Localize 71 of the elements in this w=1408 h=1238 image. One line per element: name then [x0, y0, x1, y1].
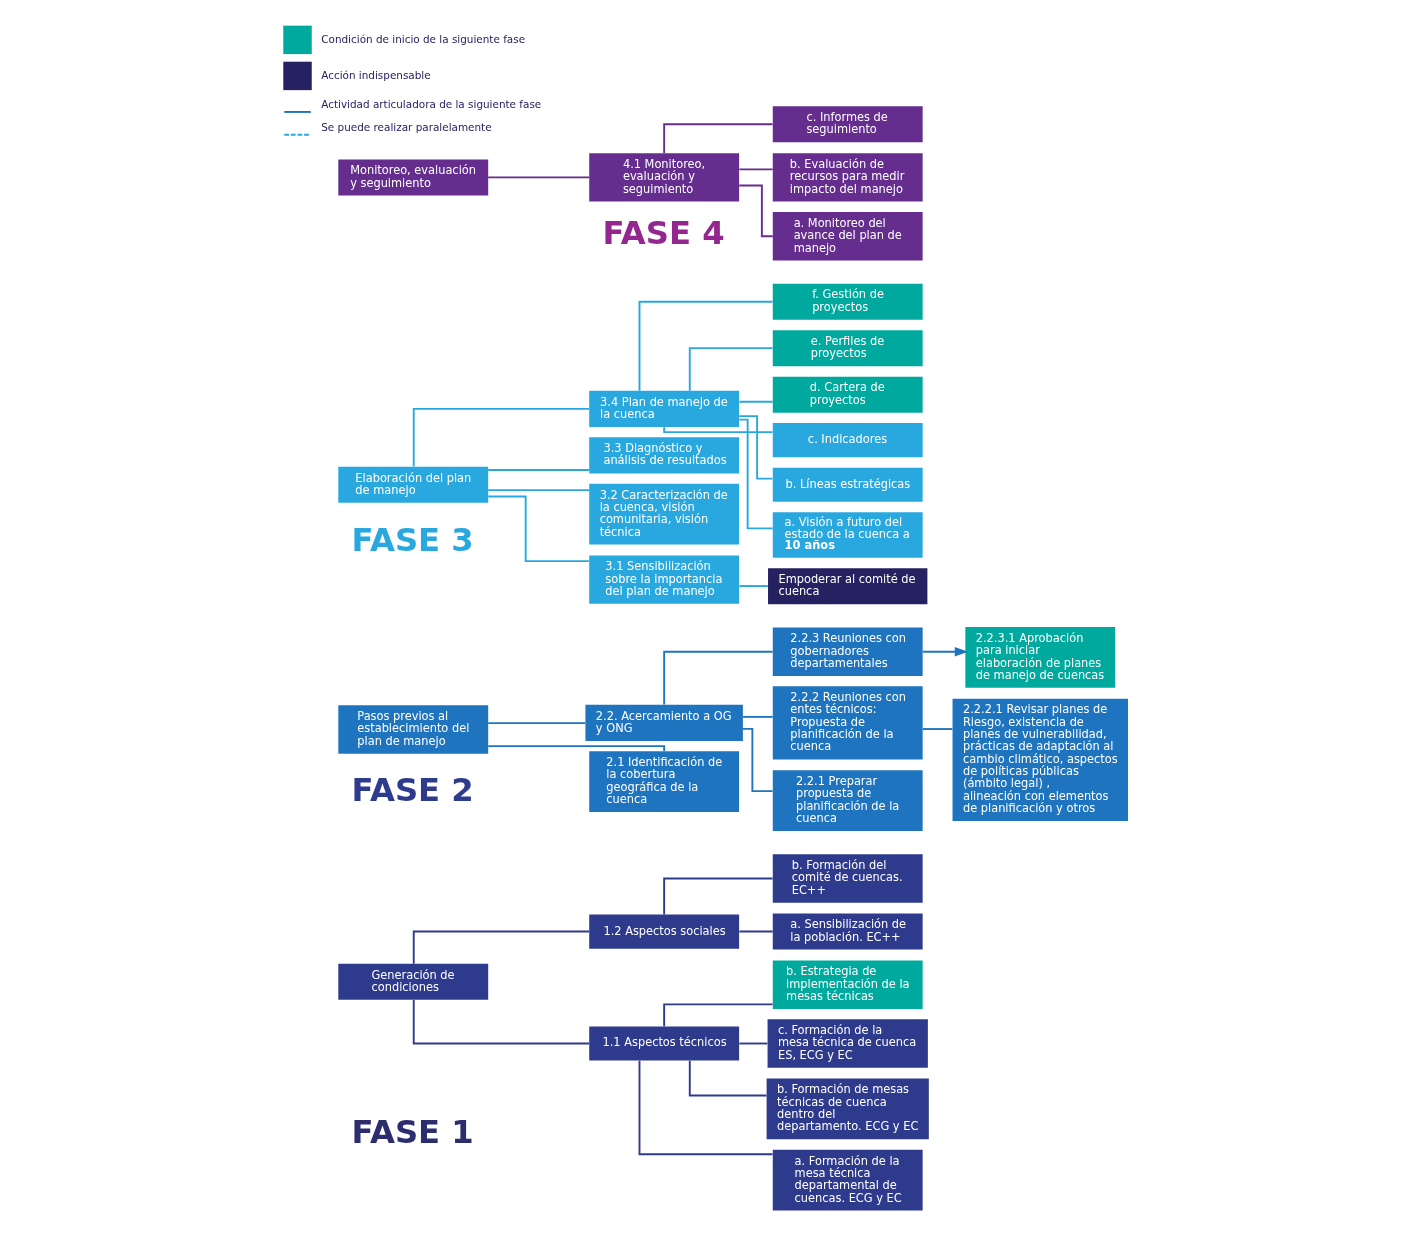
node-box: a. Monitoreo del avance del plan de manejo: [772, 212, 923, 261]
connector: [738, 184, 774, 238]
connector: [663, 123, 774, 154]
node-box: Generación de condiciones: [338, 963, 489, 1000]
connector: [921, 728, 954, 730]
legend-label: Se puede realizar paralelamente: [321, 120, 492, 133]
connector: [663, 426, 774, 434]
connector: [663, 650, 774, 706]
node-box: b. Líneas estratégicas: [772, 467, 923, 502]
arrow: [921, 647, 969, 657]
connector: [663, 1003, 774, 1028]
connector: [487, 495, 590, 563]
node-box: 4.1 Monitoreo, evaluación y seguimiento: [589, 153, 740, 202]
legend-label: Actividad articuladora de la siguiente fase: [321, 97, 542, 110]
label: FASE 2: [351, 771, 474, 810]
node-box: 2.2.2.1 Revisar planes de Riesgo, existencia de planes de vulnerabilidad, prácticas de adaptación al cambio climático, aspectos de políticas públicas (ámbito legal) , alineación con elementos de planificación y otros: [952, 698, 1129, 822]
connector: [738, 415, 774, 480]
connector: [688, 1059, 768, 1097]
connector: [638, 300, 774, 392]
connector: [412, 930, 590, 965]
node-box: 2.1 Identificación de la cobertura geográfica de la cuenca: [589, 751, 740, 813]
connector: [738, 930, 774, 933]
node-box: f. Gestión de proyectos: [772, 283, 923, 320]
node-box: 2.2. Acercamiento a OG y ONG: [585, 704, 743, 741]
node-box: Empoderar al comité de cuenca: [768, 568, 928, 605]
node-box: Pasos previos al establecimiento del plan de manejo: [338, 705, 489, 754]
connector: [412, 407, 590, 468]
node-box: b. Estrategia de implementación de la mesas técnicas: [772, 960, 923, 1009]
node-box: 2.2.1 Preparar propuesta de planificación de la cuenca: [772, 770, 923, 831]
connector: [738, 585, 769, 587]
connector: [688, 347, 774, 392]
connector: [412, 999, 590, 1045]
node-box: b. Formación del comité de cuencas. EC++: [772, 854, 923, 903]
connector: [663, 877, 774, 916]
node-box: b. Evaluación de recursos para medir impacto del manejo: [772, 153, 923, 202]
legend-label: Condición de inicio de la siguiente fase: [321, 32, 526, 45]
label: FASE 3: [351, 520, 474, 559]
node-box: d. Cartera de proyectos: [772, 376, 923, 413]
connector: [738, 400, 774, 403]
node-box: c. Informes de seguimiento: [772, 106, 923, 143]
connector: [487, 469, 591, 471]
node-box: 3.1 Sensibilización sobre la importancia del plan de manejo: [589, 555, 740, 604]
node-box: c. Formación de la mesa técnica de cuenca ES, ECG y EC: [767, 1019, 928, 1068]
node-box: Monitoreo, evaluación y seguimiento: [338, 159, 489, 196]
connector: [487, 745, 666, 752]
node-box: a. Formación de la mesa técnica departamental de cuencas. ECG y EC: [772, 1149, 923, 1211]
node-box: 2.2.3 Reuniones con gobernadores departamentales: [772, 627, 923, 676]
node-box: 1.2 Aspectos sociales: [589, 914, 740, 949]
node-box: 2.2.3.1 Aprobación para iniciar elaboración de planes de manejo de cuencas: [965, 627, 1116, 688]
node-box: e. Perfiles de proyectos: [772, 330, 923, 367]
node-box: 2.2.2 Reuniones con entes técnicos: Propuesta de planificación de la cuenca: [772, 686, 923, 760]
node-box: 3.4 Plan de manejo de la cuenca: [589, 390, 740, 427]
node-box: Elaboración del plan de manejo: [338, 466, 489, 503]
connector: [738, 168, 774, 171]
connector: [742, 715, 774, 718]
node-box: 1.1 Aspectos técnicos: [589, 1026, 740, 1061]
connector: [638, 1059, 774, 1156]
node-box: 3.2 Caracterización de la cuenca, visión comunitaria, visión técnica: [589, 483, 740, 545]
node-box: a. Sensibilización de la población. EC++: [772, 913, 923, 950]
legend-label: Acción indispensable: [321, 68, 431, 81]
connector: [487, 722, 587, 725]
label: FASE 1: [351, 1112, 474, 1151]
connector: [487, 489, 591, 492]
connector: [738, 418, 774, 530]
connector: [487, 176, 591, 179]
node-box: 3.3 Diagnóstico y análisis de resultados: [589, 437, 740, 474]
node-box: b. Formación de mesas técnicas de cuenca dentro del departamento. ECG y EC: [766, 1078, 929, 1140]
node-box: c. Indicadores: [772, 423, 923, 458]
connector: [738, 1042, 769, 1045]
label: FASE 4: [602, 213, 725, 252]
node-box: a. Visión a futuro del estado de la cuenca a 10 años: [772, 512, 923, 558]
